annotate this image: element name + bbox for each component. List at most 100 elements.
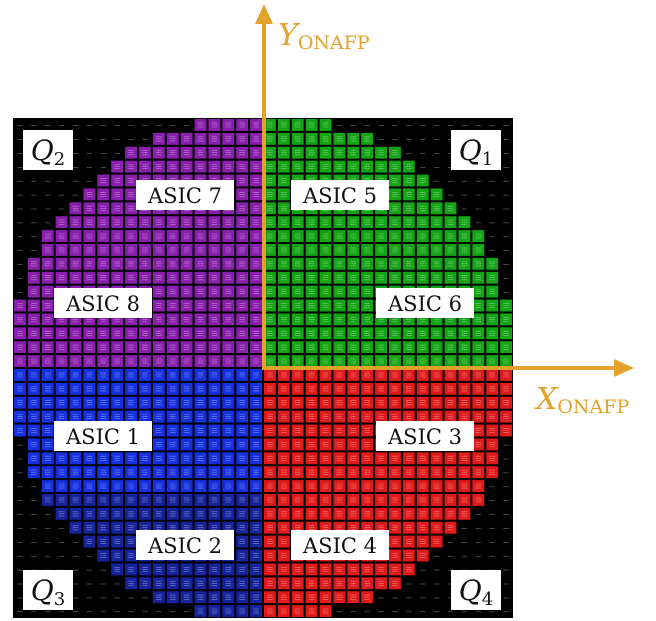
pixel-asic-6 xyxy=(486,257,499,270)
pixel-asic-2 xyxy=(208,521,221,534)
pixel-asic-6 xyxy=(305,355,318,367)
pixel-asic-4 xyxy=(347,577,360,590)
pixel-texture xyxy=(433,247,440,253)
pixel-asic-3 xyxy=(264,480,276,492)
pixel-texture xyxy=(364,275,370,281)
pixel-texture xyxy=(225,317,232,322)
onafp-axes xyxy=(255,4,634,377)
pixel-asic-3 xyxy=(319,410,332,423)
pixel-texture xyxy=(100,358,107,364)
pixel-asic-8 xyxy=(97,257,110,270)
pixel-asic-1 xyxy=(41,466,54,479)
pixel-texture xyxy=(211,330,218,336)
pixel-texture xyxy=(100,178,107,183)
pixel-asic-2 xyxy=(194,605,207,617)
pixel-texture xyxy=(86,400,93,406)
pixel-asic-1 xyxy=(250,452,262,465)
pixel-asic-8 xyxy=(222,271,235,284)
pixel-texture xyxy=(142,483,148,489)
pixel-texture xyxy=(169,261,176,267)
pixel-asic-5 xyxy=(347,160,360,173)
pixel-asic-6 xyxy=(458,355,471,367)
pixel-asic-3 xyxy=(291,438,304,451)
pixel-texture xyxy=(406,233,412,239)
pixel-texture xyxy=(114,497,120,503)
pixel-texture xyxy=(308,608,315,614)
pixel-texture xyxy=(58,386,65,392)
pixel-texture xyxy=(239,442,245,447)
pixel-texture xyxy=(156,483,162,489)
pixel-asic-2 xyxy=(250,549,262,562)
pixel-texture xyxy=(419,344,426,350)
pixel-off xyxy=(444,605,457,617)
pixel-asic-3 xyxy=(472,369,485,381)
pixel-texture xyxy=(350,400,357,406)
pixel-texture xyxy=(100,511,107,517)
pixel-asic-5 xyxy=(319,119,332,131)
pixel-asic-2 xyxy=(111,549,124,562)
pixel-asic-5 xyxy=(375,230,387,242)
pixel-texture xyxy=(239,317,245,322)
pixel-texture xyxy=(225,136,232,142)
pixel-texture xyxy=(308,428,315,433)
pixel-texture xyxy=(378,372,384,378)
pixel-texture xyxy=(350,511,357,517)
pixel-texture xyxy=(211,219,218,225)
pixel-texture xyxy=(281,233,287,239)
pixel-texture xyxy=(128,150,134,156)
pixel-asic-1 xyxy=(27,369,40,381)
pixel-off xyxy=(41,119,54,131)
pixel-asic-8 xyxy=(41,271,54,284)
pixel-texture xyxy=(433,261,440,267)
pixel-asic-6 xyxy=(319,244,332,256)
pixel-asic-3 xyxy=(375,396,387,409)
pixel-asic-5 xyxy=(277,146,290,159)
pixel-texture xyxy=(197,233,204,239)
pixel-asic-8 xyxy=(208,271,221,284)
pixel-texture xyxy=(239,400,245,406)
pixel-asic-8 xyxy=(152,355,165,367)
pixel-texture xyxy=(156,317,162,322)
pixel-texture xyxy=(336,525,343,531)
pixel-texture xyxy=(503,303,509,308)
pixel-texture xyxy=(392,233,398,239)
pixel-asic-8 xyxy=(180,244,193,256)
pixel-texture xyxy=(364,594,370,600)
pixel-texture xyxy=(239,275,245,281)
pixel-texture xyxy=(267,580,273,586)
pixel-asic-1 xyxy=(180,466,193,479)
pixel-off xyxy=(69,188,82,201)
pixel-texture xyxy=(58,483,65,489)
pixel-texture xyxy=(31,330,37,336)
pixel-asic-2 xyxy=(180,577,193,590)
pixel-asic-3 xyxy=(472,410,485,423)
pixel-texture xyxy=(419,219,426,225)
pixel-off xyxy=(458,119,471,131)
pixel-asic-8 xyxy=(236,299,249,312)
pixel-texture xyxy=(142,219,148,225)
pixel-texture xyxy=(392,205,398,211)
pixel-texture xyxy=(225,400,232,406)
pixel-off xyxy=(14,535,26,548)
pixel-texture xyxy=(308,261,315,267)
pixel-texture xyxy=(489,400,495,406)
pixel-asic-8 xyxy=(14,313,26,326)
pixel-texture xyxy=(419,400,426,406)
pixel-texture xyxy=(294,580,301,586)
pixel-off xyxy=(14,563,26,576)
pixel-off xyxy=(83,605,96,617)
pixel-asic-2 xyxy=(152,577,165,590)
pixel-asic-7 xyxy=(222,119,235,131)
pixel-asic-6 xyxy=(264,327,276,340)
pixel-texture xyxy=(183,483,190,489)
pixel-asic-6 xyxy=(333,244,346,256)
pixel-asic-3 xyxy=(486,410,499,423)
pixel-texture xyxy=(447,414,454,419)
pixel-asic-1 xyxy=(194,438,207,451)
pixel-texture xyxy=(267,511,273,517)
pixel-texture xyxy=(183,317,190,322)
pixel-off xyxy=(500,160,512,173)
pixel-asic-8 xyxy=(236,285,249,298)
pixel-texture xyxy=(392,247,398,253)
pixel-asic-4 xyxy=(361,494,374,506)
